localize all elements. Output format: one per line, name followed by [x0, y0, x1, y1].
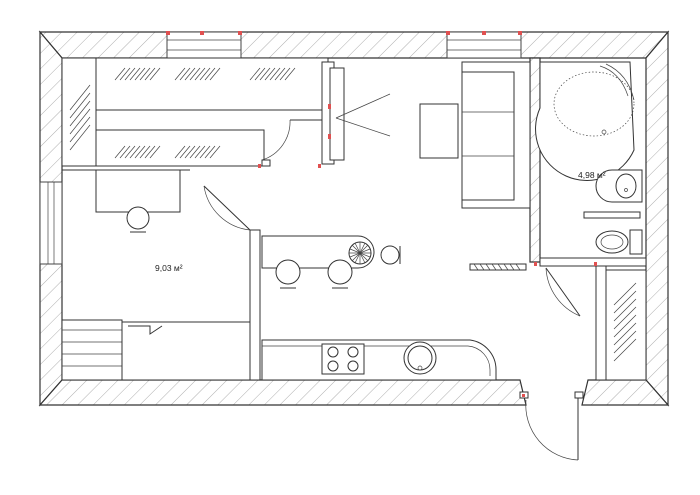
bathroom-shelf [583, 211, 641, 219]
hall-wardrobe [605, 269, 647, 381]
ceiling-lamp [348, 241, 372, 265]
window-markers [258, 104, 597, 397]
coffee-table [419, 103, 459, 159]
tv-projection [335, 93, 391, 137]
entrance-door[interactable] [519, 391, 584, 461]
kitchen-counter [261, 339, 497, 381]
bathtub [535, 61, 635, 181]
dining-chairs [275, 245, 401, 289]
room-area-bedroom: 9,03 м² [155, 263, 183, 273]
living-door[interactable] [261, 119, 322, 167]
cooktop [321, 343, 365, 375]
toilet [595, 229, 643, 255]
kitchen-sink [403, 341, 437, 375]
window-top-right [446, 31, 522, 59]
bedroom-chair [126, 206, 150, 233]
window-top-left [166, 31, 242, 59]
bed [61, 319, 251, 381]
window-left [39, 181, 63, 265]
sofa [461, 61, 531, 209]
bedroom-door[interactable] [203, 185, 251, 231]
bathroom-door[interactable] [545, 267, 581, 317]
bathroom-sink [595, 169, 643, 203]
radiator [469, 263, 527, 271]
bedroom-desk [95, 169, 181, 213]
room-area-bathroom: 4,98 м² [578, 170, 606, 180]
interior-partitions [61, 57, 647, 381]
